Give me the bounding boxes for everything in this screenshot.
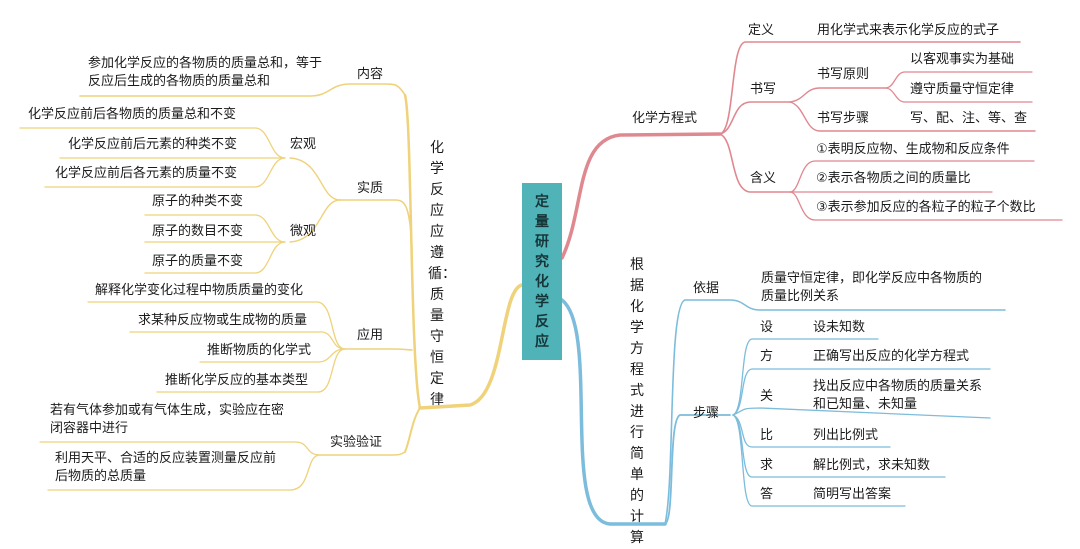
- meaning-item: ①表明反应物、生成物和反应条件: [816, 142, 1010, 157]
- root-node[interactable]: 定量研究化学反应: [522, 183, 562, 360]
- node-content-text: 参加化学反应的各物质的质量总和，等于反应后生成的各物质的质量总和: [88, 56, 323, 89]
- node-micro-label[interactable]: 微观: [290, 224, 317, 239]
- node-steps-label[interactable]: 步骤: [693, 406, 720, 421]
- node-essence-label[interactable]: 实质: [357, 181, 384, 196]
- application-item: 推断物质的化学式: [207, 343, 312, 358]
- step-key: 求: [760, 458, 774, 473]
- left-branch-title[interactable]: 化学反应应遵循：质量守恒定律: [428, 140, 456, 408]
- step-key: 关: [760, 389, 774, 404]
- node-definition-label[interactable]: 定义: [748, 23, 775, 38]
- application-item: 求某种反应物或生成物的质量: [138, 313, 308, 328]
- principle-item: 遵守质量守恒定律: [910, 82, 1015, 97]
- node-steps-label[interactable]: 书写步骤: [817, 111, 870, 126]
- application-item: 解释化学变化过程中物质质量的变化: [95, 283, 304, 298]
- step-text: 设未知数: [813, 320, 866, 335]
- definition-text: 用化学式来表示化学反应的式子: [817, 23, 1000, 38]
- step-text: 找出反应中各物质的质量关系和已知量、未知量: [813, 379, 983, 412]
- experiment-item: 若有气体参加或有气体生成，实验应在密闭容器中进行: [50, 403, 285, 436]
- node-content-label[interactable]: 内容: [357, 67, 384, 82]
- node-equation-title[interactable]: 化学方程式: [632, 111, 698, 126]
- step-key: 答: [760, 487, 774, 502]
- experiment-item: 利用天平、合适的反应装置测量反应前后物质的总质量: [55, 451, 277, 484]
- node-basis-label[interactable]: 依据: [693, 281, 720, 296]
- step-text: 正确写出反应的化学方程式: [813, 349, 970, 364]
- meaning-item: ③表示参加反应的各粒子的粒子个数比: [816, 200, 1036, 215]
- micro-item: 原子的种类不变: [152, 194, 244, 209]
- macro-item: 化学反应前后各物质的质量总和不变: [28, 107, 237, 122]
- node-experiment-label[interactable]: 实验验证: [330, 435, 383, 450]
- step-text: 列出比例式: [813, 428, 879, 443]
- step-key: 方: [760, 349, 774, 364]
- node-macro-label[interactable]: 宏观: [290, 137, 317, 152]
- micro-item: 原子的数目不变: [152, 224, 244, 239]
- step-text: 简明写出答案: [813, 487, 892, 502]
- micro-item: 原子的质量不变: [152, 254, 244, 269]
- node-meaning-label[interactable]: 含义: [750, 171, 777, 186]
- macro-item: 化学反应前后元素的种类不变: [68, 137, 238, 152]
- right-bottom-branch-title[interactable]: 根据化学方程式进行简单的计算: [630, 257, 644, 546]
- application-item: 推断化学反应的基本类型: [165, 373, 309, 388]
- node-application-label[interactable]: 应用: [357, 328, 384, 343]
- meaning-item: ②表示各物质之间的质量比: [816, 171, 971, 186]
- basis-text: 质量守恒定律，即化学反应中各物质的质量比例关系: [761, 271, 983, 304]
- principle-item: 以客观事实为基础: [910, 52, 1015, 67]
- step-key: 设: [760, 320, 774, 335]
- macro-item: 化学反应前后各元素的质量不变: [55, 166, 238, 181]
- root-label: 定量研究化学反应: [535, 193, 549, 350]
- node-principles-label[interactable]: 书写原则: [817, 67, 870, 82]
- node-writing-label[interactable]: 书写: [750, 82, 777, 97]
- writing-steps-text: 写、配、注、等、查: [910, 111, 1028, 126]
- step-key: 比: [760, 428, 774, 443]
- step-text: 解比例式，求未知数: [813, 458, 931, 473]
